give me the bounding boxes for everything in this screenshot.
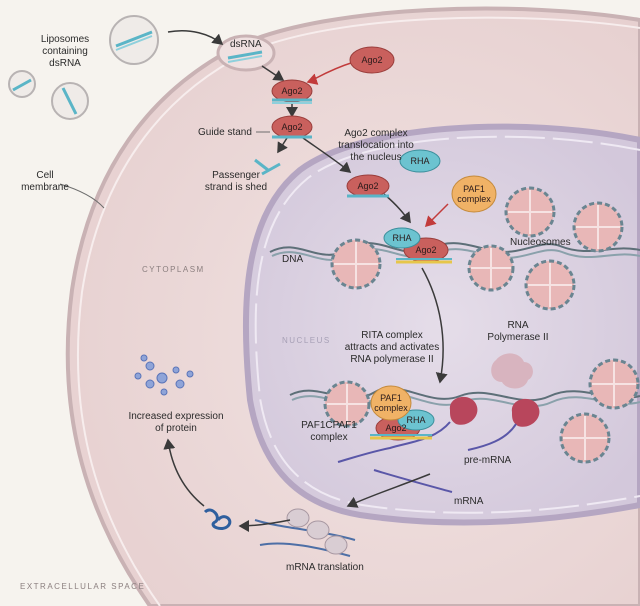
- rna-polymerase-label: RNA Polymerase II: [487, 320, 549, 343]
- rha-rita-label: RHA: [406, 415, 426, 425]
- protein-chain: [203, 508, 232, 530]
- dna-label: DNA: [282, 254, 304, 265]
- ribosome-group: [254, 508, 356, 557]
- ago2-guide-label: Ago2: [281, 122, 303, 132]
- nucleosome: [588, 358, 640, 410]
- nucleosome: [323, 380, 371, 428]
- nucleosome: [504, 186, 556, 238]
- dsrna-label: dsRNA: [230, 39, 262, 50]
- ago2-loaded: [271, 79, 313, 104]
- cytoplasm-label: CYTOPLASM: [142, 265, 205, 274]
- mrna-translation-label: mRNA translation: [286, 562, 364, 573]
- ago2-translocation: [346, 174, 390, 198]
- liposome: [109, 15, 159, 65]
- paf1-rita-label: PAF1 complex: [374, 393, 408, 413]
- protein-cluster: [134, 354, 194, 396]
- rna-transcripts: [337, 421, 517, 493]
- extracellular-space-label: EXTRACELLULAR SPACE: [20, 582, 146, 591]
- nucleus-label: NUCLEUS: [282, 336, 331, 345]
- liposome-group: [8, 15, 159, 120]
- cell-membrane-label: Cell membrane: [21, 170, 69, 193]
- paf1-complex-label: PAF1 complex: [457, 184, 491, 204]
- ago2-free-label: Ago2: [361, 55, 383, 65]
- rha-shapes: [383, 149, 441, 431]
- rna-polymerase-ii: [449, 353, 540, 427]
- nucleosomes-label: Nucleosomes: [510, 237, 571, 248]
- nucleosome: [467, 244, 515, 292]
- mrna-label: mRNA: [454, 496, 484, 507]
- ago2-shapes: [271, 46, 452, 441]
- ago2-loaded-label: Ago2: [281, 86, 303, 96]
- passenger-strand-label: Passenger strand is shed: [204, 170, 268, 193]
- nucleosome: [559, 412, 611, 464]
- dsrna-molecule: [227, 50, 263, 63]
- rha-on-dna-label: RHA: [392, 233, 412, 243]
- ago2-on-dna-label: Ago2: [415, 245, 437, 255]
- liposome: [51, 82, 89, 120]
- translocation-label: Ago2 complex translocation into the nucl…: [338, 128, 414, 163]
- paf1-shapes: [370, 175, 497, 421]
- paf1cpaf1-label: PAF1CPAF1 complex: [301, 420, 357, 443]
- ago2-translocation-label: Ago2: [357, 181, 379, 191]
- pre-mrna-label: pre-mRNA: [464, 455, 512, 466]
- passenger-strand: [254, 158, 281, 176]
- increased-expression-label: Increased expression of protein: [128, 411, 224, 434]
- guide-strand-label: Guide stand: [198, 127, 252, 138]
- pointer-lines: [59, 131, 270, 209]
- ago2-guide: [271, 115, 313, 139]
- ago2-rita-label: Ago2: [385, 423, 407, 433]
- rha-label: RHA: [410, 156, 430, 166]
- nucleosome: [330, 238, 382, 290]
- nucleosome-group: [323, 186, 640, 464]
- liposome: [8, 70, 36, 98]
- liposomes-label: Liposomes containing dsRNA: [40, 34, 90, 69]
- nucleosome: [572, 201, 624, 253]
- nucleosome: [524, 259, 576, 311]
- ago2-free: [349, 46, 395, 74]
- rita-complex-label: RITA complex attracts and activates RNA …: [344, 330, 440, 365]
